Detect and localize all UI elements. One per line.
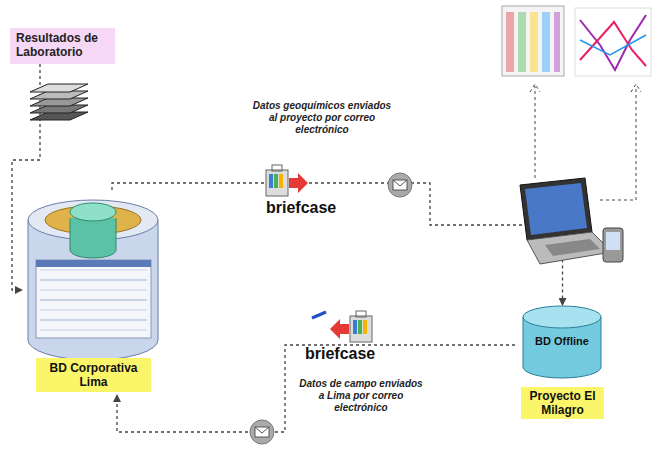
node-title: Resultados de Laboratorio: [10, 28, 115, 62]
pda: [603, 228, 623, 262]
table-thumbnail: [502, 6, 564, 76]
briefcase-icon: [312, 311, 372, 342]
database-node: BD Corporativa Lima: [22, 190, 165, 395]
label-box: Resultados de Laboratorio: [10, 28, 115, 64]
flow-note: Datos geoquímicos enviados al proyecto p…: [252, 100, 392, 136]
output-leader: [530, 84, 641, 200]
flow-connector: [112, 183, 563, 305]
envelope-icon: [250, 420, 274, 444]
line-chart-thumbnail: [575, 8, 651, 76]
flow-note: Datos de campo enviados a Lima por corre…: [296, 378, 426, 414]
database-node: BD OfflineProyecto El Milagro: [515, 305, 610, 421]
icon-caption: briefcase: [266, 199, 356, 217]
node-caption: Proyecto El Milagro: [521, 387, 604, 419]
node-title: BD Offline: [523, 335, 601, 347]
flow-connector: [117, 345, 515, 432]
node-title: BD Corporativa Lima: [36, 358, 151, 392]
briefcase-icon: [266, 165, 308, 196]
paper-stack: [30, 84, 88, 120]
icon-caption: briefcase: [305, 345, 395, 363]
laptop: [520, 178, 612, 264]
envelope-icon: [388, 173, 412, 197]
